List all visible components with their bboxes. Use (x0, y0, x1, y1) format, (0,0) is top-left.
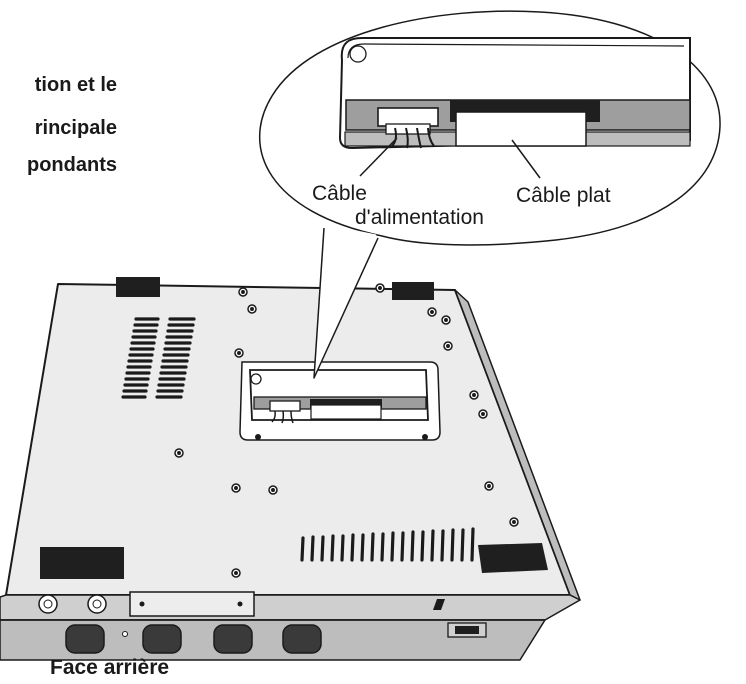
instruction-line-3: pondants (27, 154, 117, 176)
din-jack (87, 594, 107, 614)
rubber-foot (392, 282, 434, 300)
rubber-foot (40, 547, 124, 579)
chassis-screws (174, 283, 519, 578)
rubber-foot (116, 277, 160, 297)
din-jack (38, 594, 58, 614)
label-power-cable-line-1: Câble (312, 182, 367, 205)
magnification-callout: Câble d'alimentation Câble plat (258, 10, 721, 379)
rear-knobs (65, 624, 322, 654)
chassis-front-upper (0, 594, 581, 621)
access-panel (239, 361, 441, 441)
label-power-cable-line-2: d'alimentation (355, 206, 484, 229)
callout-tail (313, 227, 379, 379)
rear-plate (129, 591, 255, 617)
instruction-line-1: tion et le (35, 74, 117, 96)
leader-power-cable (359, 137, 398, 177)
device-chassis (0, 277, 581, 661)
zoomed-opening (338, 37, 691, 150)
label-flat-cable: Câble plat (516, 184, 611, 207)
rubber-foot (478, 543, 548, 573)
rear-connectors (38, 591, 487, 654)
instruction-line-2: rincipale (35, 117, 117, 139)
ventilation-slots-front (300, 527, 475, 562)
leader-flat-cable (511, 139, 541, 179)
power-socket (447, 622, 487, 638)
instruction-text: tion et le rincipale pondants (27, 74, 117, 176)
ventilation-slots-left (121, 317, 196, 399)
footer-caption: Face arrière (50, 656, 169, 679)
